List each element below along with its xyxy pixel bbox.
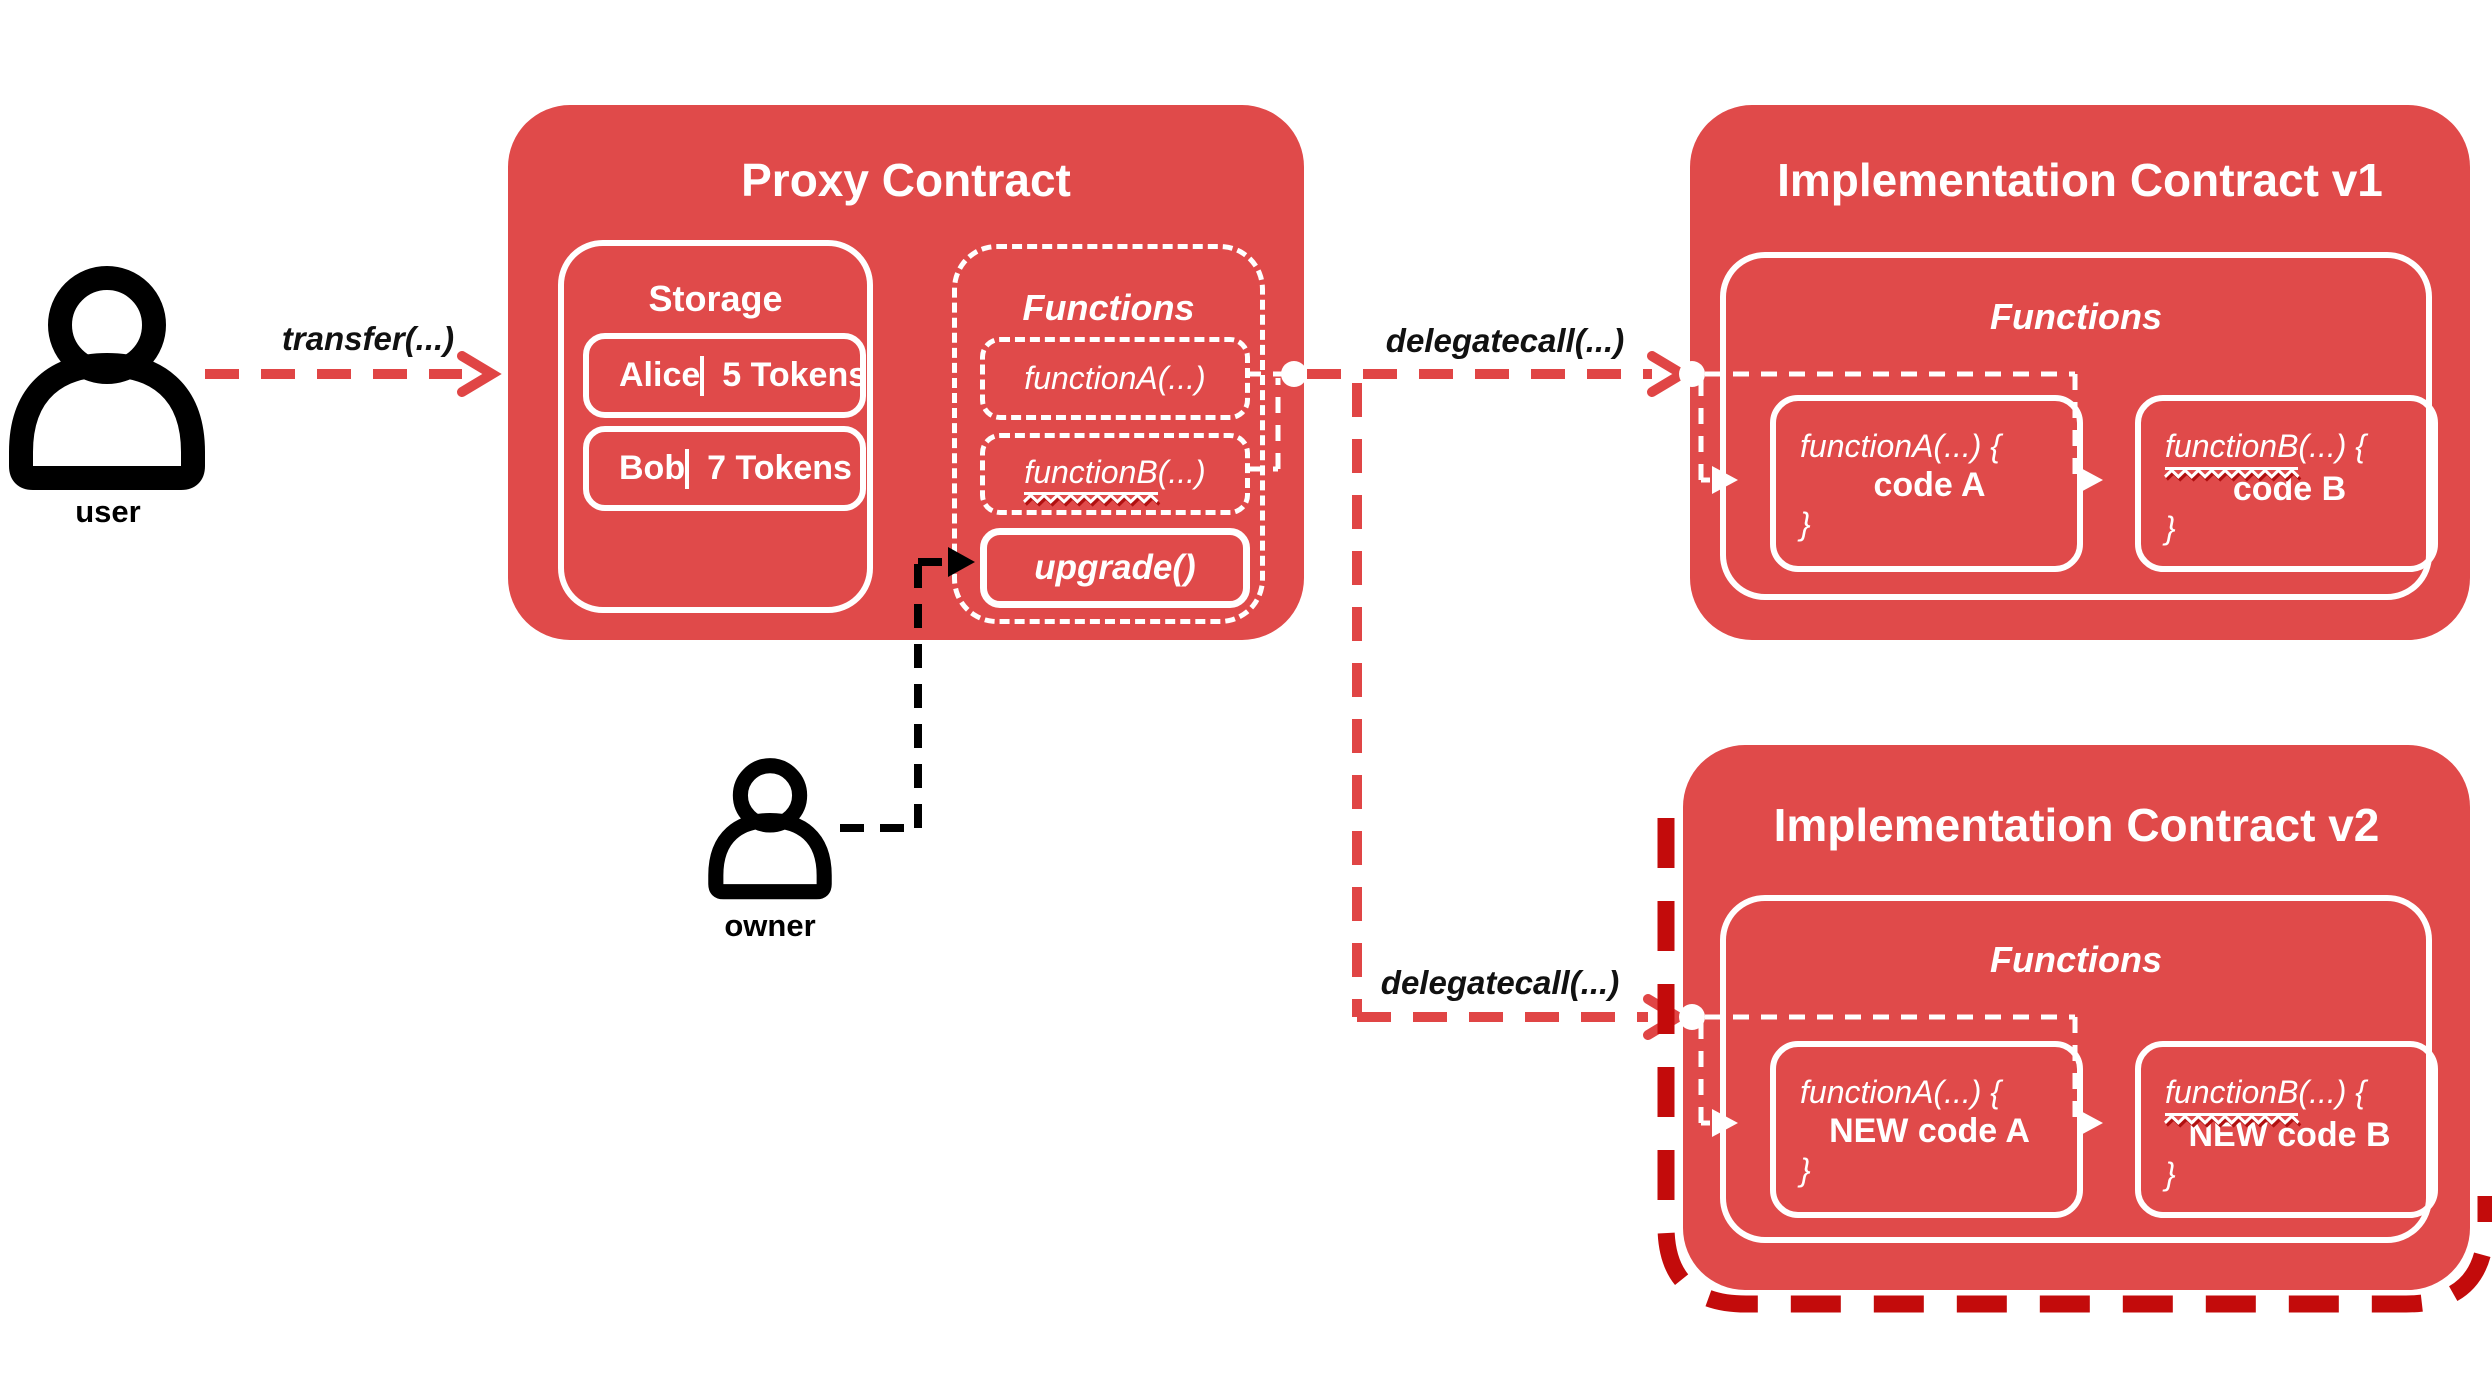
- storage-row-name: Alice: [619, 356, 701, 394]
- v2-functionB-close: }: [2165, 1156, 2176, 1192]
- storage-row-value: 5 Tokens: [722, 356, 868, 394]
- v2-functions-title: Functions: [1990, 939, 2162, 980]
- storage-row-bob: Bob 7 Tokens: [583, 426, 866, 511]
- divider: [700, 355, 705, 396]
- transfer-arrow: [205, 351, 502, 397]
- v2-functionA-close: }: [1800, 1152, 1811, 1188]
- storage-row-name: Bob: [619, 449, 686, 487]
- proxy-contract-title: Proxy Contract: [741, 154, 1071, 206]
- spellcheck-squiggle-icon: [2164, 1114, 2302, 1128]
- v2-functionA-box: functionA(...) { NEW code A }: [1770, 1041, 2083, 1218]
- owner-label: owner: [724, 908, 816, 943]
- implementation-v2-box: Implementation Contract v2 Functions fun…: [1683, 745, 2470, 1290]
- storage-row-alice: Alice 5 Tokens: [583, 333, 868, 418]
- proxy-functions-box: Functions functionA(...) functionB(...) …: [952, 244, 1265, 624]
- delegatecall-arrow-v1: [1307, 351, 1692, 397]
- storage-row-value: 7 Tokens: [707, 449, 852, 487]
- v1-functionA-body: code A: [1873, 466, 1986, 504]
- spellcheck-squiggle-icon: [2164, 468, 2302, 482]
- transfer-label: transfer(...): [281, 320, 455, 357]
- proxy-functions-title: Functions: [1022, 287, 1195, 328]
- upgrade-label: upgrade(): [1034, 548, 1196, 587]
- proxy-functionB-box: functionB(...): [980, 433, 1250, 515]
- v2-functionA-body: NEW code A: [1829, 1112, 2030, 1150]
- implementation-v2-title: Implementation Contract v2: [1773, 799, 2380, 851]
- v1-functionB-close: }: [2165, 510, 2176, 546]
- v2-functionB-box: functionB(...) { NEW code B }: [2135, 1041, 2438, 1218]
- v1-functionA-signature: functionA(...) {: [1800, 428, 2001, 464]
- owner-icon: [716, 766, 824, 892]
- storage-box: Storage Alice 5 Tokens Bob 7 Tokens: [558, 240, 873, 613]
- divider: [685, 448, 690, 489]
- v1-functions-box: Functions functionA(...) { code A } func…: [1720, 252, 2438, 600]
- v1-functionB-box: functionB(...) { code B }: [2135, 395, 2438, 572]
- proxy-functionA-label: functionA(...): [1024, 360, 1206, 396]
- user-icon: [21, 278, 193, 478]
- delegatecall-v1-label: delegatecall(...): [1385, 322, 1625, 359]
- user-label: user: [75, 494, 141, 529]
- v2-functionB-signature: functionB(...) {: [2164, 1073, 2432, 1128]
- v1-functionA-box: functionA(...) { code A }: [1770, 395, 2083, 572]
- proxy-functionA-box: functionA(...): [980, 337, 1250, 420]
- delegatecall-arrow-v2: [1352, 383, 1688, 1040]
- proxy-functionB-label: functionB: [1023, 454, 1161, 507]
- implementation-v1-box: Implementation Contract v1 Functions fun…: [1690, 105, 2470, 640]
- delegatecall-v2-label: delegatecall(...): [1380, 964, 1620, 1001]
- v2-functionA-signature: functionA(...) {: [1800, 1074, 2001, 1110]
- proxy-contract-box: Proxy Contract Storage Alice 5 Tokens Bo…: [508, 105, 1304, 640]
- spellcheck-squiggle-icon: [1023, 492, 1161, 507]
- v1-functionB-signature: functionB(...) {: [2164, 427, 2432, 482]
- implementation-v1-title: Implementation Contract v1: [1777, 154, 2383, 206]
- v1-functionA-close: }: [1800, 506, 1811, 542]
- upgrade-box: upgrade(): [980, 528, 1250, 608]
- v1-functions-title: Functions: [1990, 296, 2162, 337]
- storage-title: Storage: [648, 278, 783, 319]
- v2-functions-box: Functions functionA(...) { NEW code A } …: [1720, 895, 2438, 1243]
